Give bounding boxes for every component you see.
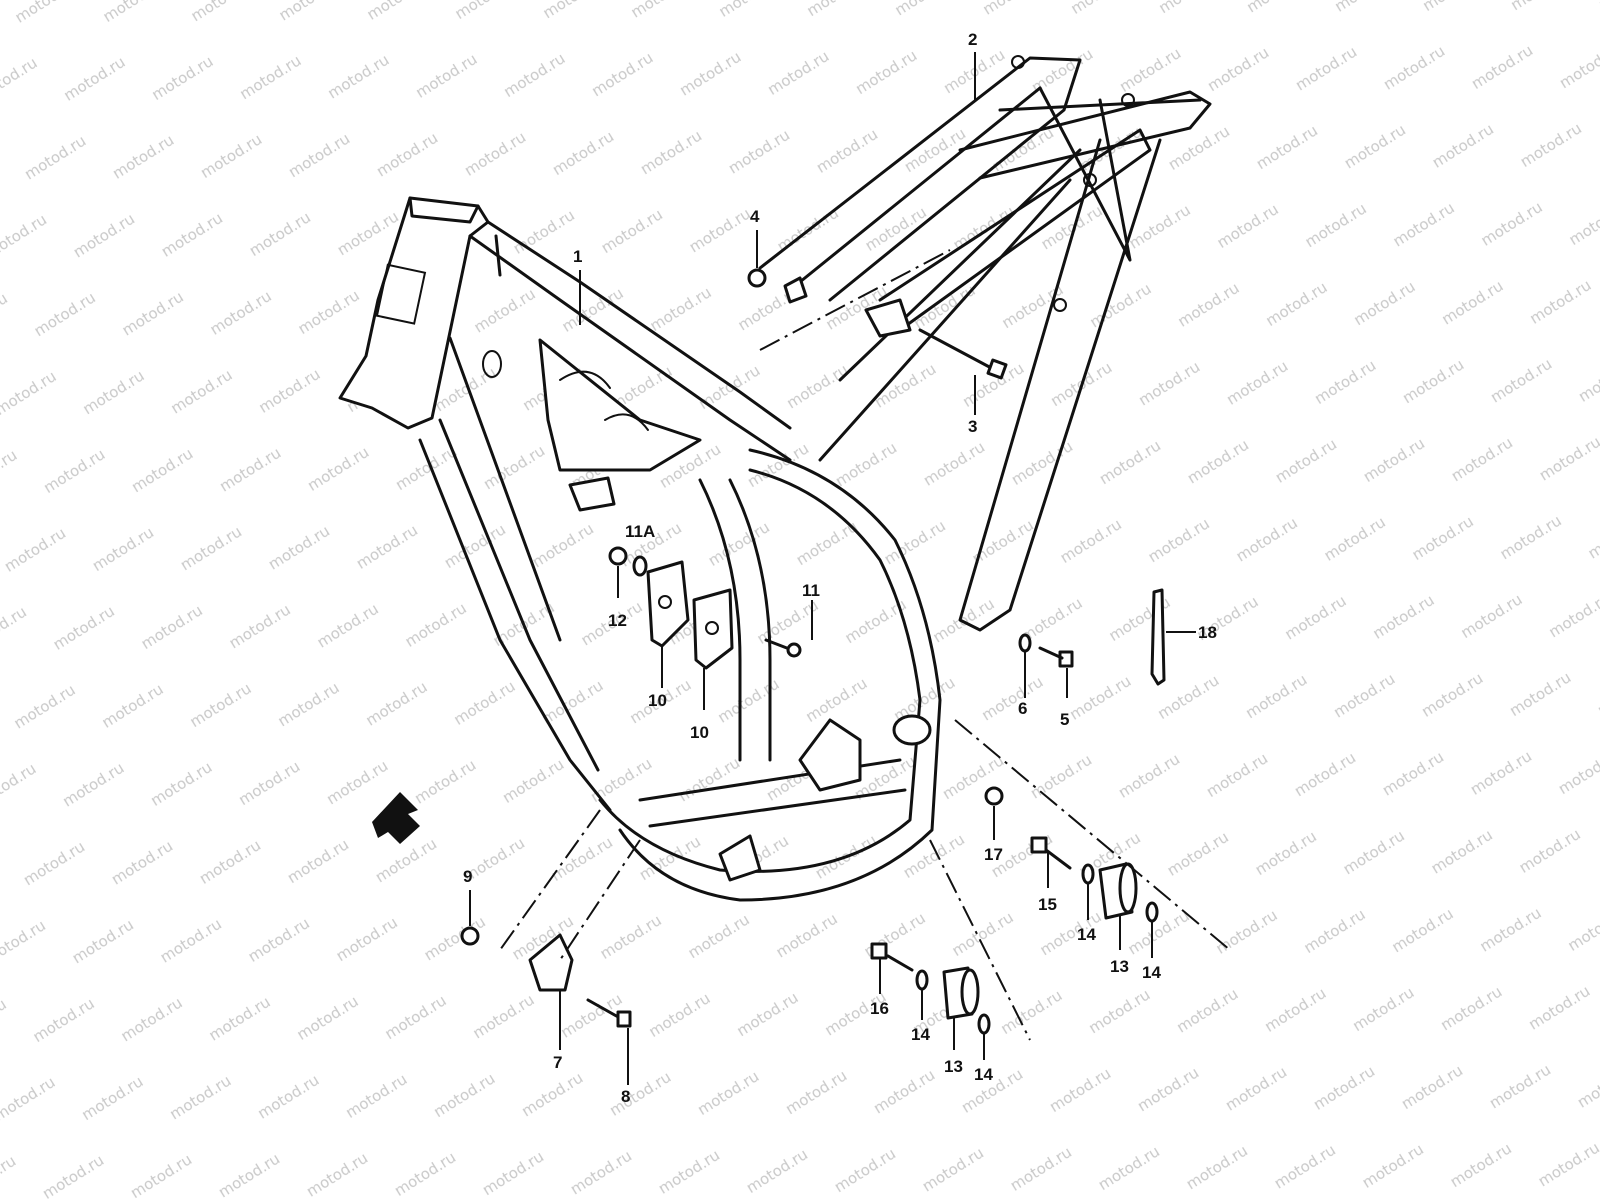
callout-3: 3 [968, 417, 977, 436]
callout-7: 7 [553, 1053, 562, 1072]
callout-8: 8 [621, 1087, 630, 1106]
callout-13b: 13 [944, 1057, 963, 1076]
callout-14c: 14 [911, 1025, 930, 1044]
rear-subframe [758, 55, 1212, 632]
callout-11: 11 [802, 581, 820, 600]
callout-14d: 14 [974, 1065, 993, 1084]
callout-leaders [469, 52, 1196, 1085]
callout-4: 4 [750, 207, 760, 226]
hardware [460, 268, 1166, 1035]
callout-1: 1 [573, 247, 582, 266]
callout-10b: 10 [690, 723, 709, 742]
callout-14a: 14 [1077, 925, 1096, 944]
callout-16: 16 [870, 999, 889, 1018]
callout-13a: 13 [1110, 957, 1129, 976]
callout-5: 5 [1060, 710, 1069, 729]
callout-15: 15 [1038, 895, 1057, 914]
callout-17: 17 [984, 845, 1003, 864]
callout-9: 9 [463, 867, 472, 886]
callout-2: 2 [968, 30, 977, 49]
callout-18: 18 [1198, 623, 1217, 642]
callout-11a: 11A [625, 522, 655, 541]
callout-14b: 14 [1142, 963, 1161, 982]
main-frame [338, 196, 942, 902]
callout-12: 12 [608, 611, 627, 630]
front-direction-arrow-icon [372, 792, 420, 844]
callout-6: 6 [1018, 699, 1027, 718]
assembly-lines [499, 249, 1231, 1041]
callout-10a: 10 [648, 691, 667, 710]
callout-labels: 1 2 3 4 5 6 7 8 9 10 10 11 11A 12 13 13 … [463, 30, 1217, 1106]
